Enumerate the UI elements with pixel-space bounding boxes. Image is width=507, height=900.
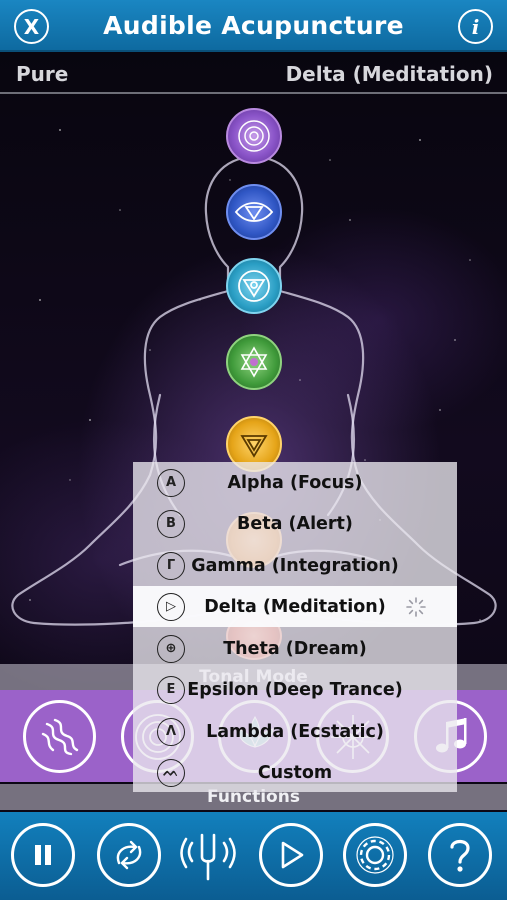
play-icon[interactable] bbox=[259, 823, 323, 887]
dropdown-item-epsilon[interactable]: E Epsilon (Deep Trance) bbox=[133, 669, 457, 710]
gear-icon[interactable] bbox=[343, 823, 407, 887]
dropdown-item-label: Lambda (Ecstatic) bbox=[206, 721, 384, 742]
dropdown-item-custom[interactable]: ᨓ Custom bbox=[133, 752, 457, 793]
dropdown-item-lambda[interactable]: Λ Lambda (Ecstatic) bbox=[133, 711, 457, 752]
brainwave-mode-dropdown: A Alpha (Focus) B Beta (Alert) Γ Gamma (… bbox=[133, 462, 457, 792]
custom-wave-icon: ᨓ bbox=[157, 758, 185, 787]
loading-spinner-icon bbox=[406, 597, 426, 617]
theta-icon: ⊕ bbox=[157, 634, 185, 663]
epsilon-icon: E bbox=[157, 675, 185, 704]
repeat-icon[interactable] bbox=[97, 823, 161, 887]
dropdown-item-delta[interactable]: ▷ Delta (Meditation) bbox=[133, 586, 457, 627]
throat-chakra-icon[interactable] bbox=[226, 258, 282, 314]
info-icon[interactable]: i bbox=[458, 9, 493, 44]
delta-icon: ▷ bbox=[157, 592, 185, 621]
dropdown-item-beta[interactable]: B Beta (Alert) bbox=[133, 503, 457, 544]
dropdown-item-theta[interactable]: ⊕ Theta (Dream) bbox=[133, 628, 457, 669]
dropdown-item-label: Beta (Alert) bbox=[237, 513, 353, 534]
heart-chakra-icon[interactable] bbox=[226, 334, 282, 390]
dropdown-item-label: Delta (Meditation) bbox=[204, 596, 386, 617]
function-toolbar bbox=[0, 812, 507, 900]
dropdown-item-alpha[interactable]: A Alpha (Focus) bbox=[133, 462, 457, 503]
tuning-fork-icon[interactable] bbox=[176, 823, 240, 887]
dropdown-item-label: Gamma (Integration) bbox=[191, 555, 399, 576]
dropdown-item-label: Alpha (Focus) bbox=[227, 472, 363, 493]
dropdown-item-gamma[interactable]: Γ Gamma (Integration) bbox=[133, 545, 457, 586]
dropdown-item-label: Theta (Dream) bbox=[223, 638, 367, 659]
current-mode: Delta (Meditation) bbox=[285, 62, 493, 86]
gamma-icon: Γ bbox=[157, 551, 185, 580]
lambda-icon: Λ bbox=[157, 717, 185, 746]
preset-name: Pure bbox=[16, 62, 69, 86]
beta-icon: B bbox=[157, 509, 185, 538]
pause-icon[interactable] bbox=[11, 823, 75, 887]
status-bar: Pure Delta (Meditation) bbox=[0, 56, 507, 94]
app-header: X Audible Acupuncture i bbox=[0, 0, 507, 52]
dropdown-item-label: Epsilon (Deep Trance) bbox=[187, 679, 403, 700]
help-icon[interactable] bbox=[428, 823, 492, 887]
dropdown-item-label: Custom bbox=[257, 762, 333, 783]
crown-chakra-icon[interactable] bbox=[226, 108, 282, 164]
alpha-icon: A bbox=[157, 468, 185, 497]
close-icon[interactable]: X bbox=[14, 9, 49, 44]
third-eye-chakra-icon[interactable] bbox=[226, 184, 282, 240]
waves-icon[interactable] bbox=[23, 700, 96, 773]
app-title: Audible Acupuncture bbox=[103, 10, 404, 40]
